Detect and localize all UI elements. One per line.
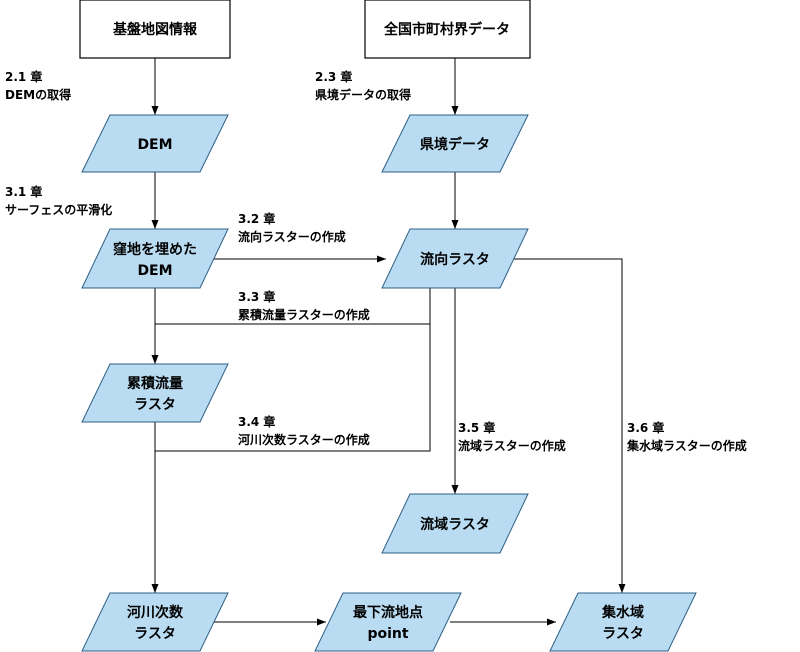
step-number: 3.4 章 [238,414,275,429]
source-boundary-data: 全国市町村界データ [364,0,531,59]
data-basin: 流域ラスタ [381,493,529,554]
step-title: 流向ラスターの作成 [238,229,346,244]
step-number: 2.3 章 [315,69,352,84]
data-flow-accumulation: 累積流量 ラスタ [81,363,229,423]
node-label-line1: 集水域 [601,604,644,621]
node-label-line2: ラスタ [134,626,176,642]
step-title: 県境データの取得 [315,87,411,102]
node-label-line2: ラスタ [602,626,644,642]
edge-flowdir-to-stream-join [155,324,431,452]
step-number: 3.1 章 [5,184,42,199]
step-3-5: 3.5 章 流域ラスターの作成 [458,420,566,453]
node-label-line2: point [367,626,408,642]
node-label-line1: 窪地を埋めた [113,241,197,258]
edges [151,58,626,626]
node-label-line1: 最下流地点 [353,604,423,621]
source-base-map: 基盤地図情報 [79,0,231,59]
step-3-2: 3.2 章 流向ラスターの作成 [238,211,346,244]
step-3-4: 3.4 章 河川次数ラスターの作成 [237,414,370,447]
node-label: 基盤地図情報 [113,21,198,38]
node-label-line1: 累積流量 [127,375,183,392]
step-number: 3.6 章 [627,420,664,435]
data-dem: DEM [81,114,229,173]
step-title: サーフェスの平滑化 [5,202,112,217]
step-title: DEMの取得 [5,87,71,102]
edge-flowdir-to-catchment [513,258,626,593]
step-3-3: 3.3 章 累積流量ラスターの作成 [238,289,370,322]
data-flow-direction: 流向ラスタ [381,228,529,289]
node-label: 県境データ [420,136,490,153]
node-label: DEM [137,137,172,153]
step-title: 河川次数ラスターの作成 [237,432,370,447]
data-stream-order: 河川次数 ラスタ [81,592,229,652]
data-outlet-point: 最下流地点 point [314,592,462,652]
node-label-line2: DEM [137,263,172,279]
step-title: 集水域ラスターの作成 [626,438,747,453]
step-number: 3.5 章 [458,420,495,435]
step-2-1: 2.1 章 DEMの取得 [5,69,71,102]
node-label-line2: ラスタ [134,397,176,413]
step-3-1: 3.1 章 サーフェスの平滑化 [5,184,112,217]
data-catchment: 集水域 ラスタ [549,592,697,652]
step-2-3: 2.3 章 県境データの取得 [315,69,411,102]
node-label: 流向ラスタ [420,251,490,268]
data-filled-dem: 窪地を埋めた DEM [81,228,229,289]
step-title: 累積流量ラスターの作成 [238,307,370,322]
step-number: 3.2 章 [238,211,275,226]
node-label-line1: 河川次数 [127,604,184,621]
data-pref: 県境データ [381,114,529,173]
step-title: 流域ラスターの作成 [458,438,566,453]
step-3-6: 3.6 章 集水域ラスターの作成 [626,420,747,453]
node-label: 全国市町村界データ [383,21,510,38]
node-label: 流域ラスタ [420,516,490,533]
step-number: 3.3 章 [238,289,275,304]
step-number: 2.1 章 [5,69,42,84]
